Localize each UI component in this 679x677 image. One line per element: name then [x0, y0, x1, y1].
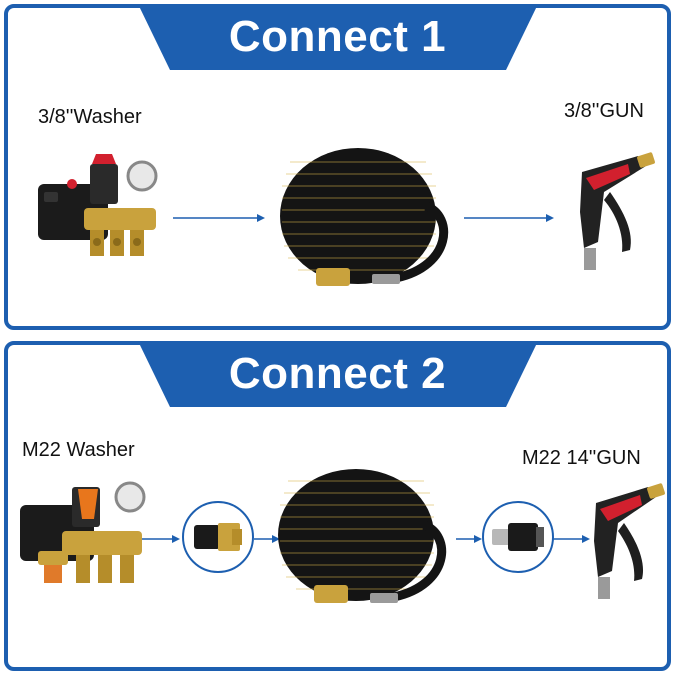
arrow-right-icon [464, 214, 554, 222]
pressure-washer-pump-icon [20, 481, 146, 583]
pressure-washer-pump-icon [38, 154, 158, 256]
spray-gun-icon [594, 483, 665, 599]
arrow-right-icon [456, 535, 482, 543]
connect-2-banner [137, 341, 538, 407]
quick-connect-adapter-icon [482, 501, 554, 573]
spray-gun-icon [580, 152, 655, 270]
gun-label: 3/8''GUN [564, 100, 644, 122]
connect-2-title: Connect 2 [228, 349, 447, 398]
arrow-right-icon [173, 214, 265, 222]
arrow-right-icon [254, 535, 280, 543]
hose-reel-icon [280, 148, 449, 286]
washer-label: 3/8''Washer [38, 106, 142, 128]
gun-label: M22 14''GUN [522, 447, 641, 469]
connect-1-panel: Connect 1 3/8''Washer 3/8''GUN [4, 4, 671, 330]
arrow-right-icon [552, 535, 590, 543]
connect-1-title: Connect 1 [228, 12, 447, 61]
washer-label: M22 Washer [22, 439, 135, 461]
connect-1-banner [137, 4, 538, 70]
arrow-right-icon [142, 535, 180, 543]
quick-connect-adapter-icon [182, 501, 254, 573]
connect-2-panel: Connect 2 M22 Washer M22 14''GUN [4, 341, 671, 671]
hose-reel-icon [278, 469, 447, 603]
